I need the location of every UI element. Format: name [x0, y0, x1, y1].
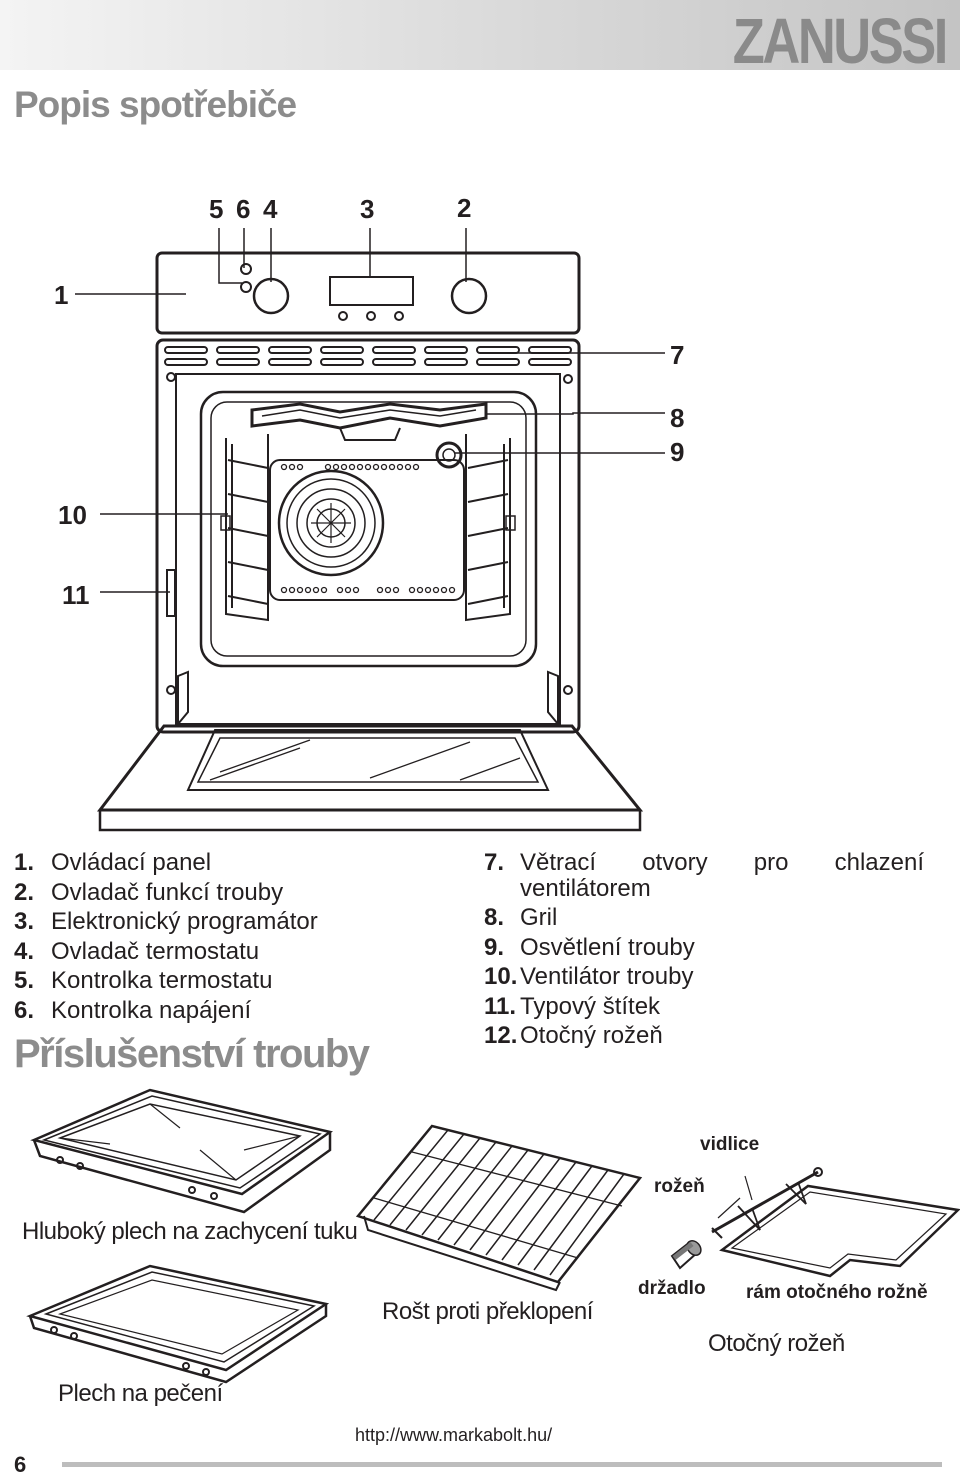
leader-lines	[75, 228, 665, 593]
legend-item: 2.Ovladač funkcí trouby	[14, 878, 284, 906]
legend-item: 1.Ovládací panel	[14, 849, 212, 876]
callout-2: 2	[457, 193, 472, 223]
legend-item: 4.Ovladač termostatu	[14, 937, 260, 965]
caption-grid: Rošt proti překlopení	[382, 1298, 593, 1325]
callout-9: 9	[670, 437, 685, 467]
label-handle: držadlo	[638, 1278, 706, 1299]
deep-tray-drawing	[30, 1088, 333, 1214]
callout-10: 10	[58, 500, 87, 530]
control-panel	[155, 251, 581, 335]
legend-item: 9.Osvětlení trouby	[484, 933, 695, 961]
legend-right: 7.Větrací otvory pro chlazení ventilátor…	[484, 848, 924, 1051]
callout-8: 8	[670, 403, 685, 433]
callout-6: 6	[236, 194, 251, 224]
caption-rotisserie: Otočný rožeň	[708, 1330, 845, 1357]
side-rack-right	[465, 434, 511, 622]
legend-item: 5.Kontrolka termostatu	[14, 967, 273, 994]
page-title: Popis spotřebiče	[14, 84, 297, 125]
section-title: Příslušenství trouby	[14, 1032, 370, 1076]
label-fork: vidlice	[700, 1134, 760, 1155]
oven-diagram	[75, 228, 665, 832]
rating-plate	[166, 569, 176, 617]
thermostat-lamp	[240, 281, 252, 293]
vent-slots	[164, 346, 572, 366]
footer-rule	[62, 1462, 942, 1467]
grill-element	[250, 402, 488, 430]
frame-drawing	[719, 1184, 960, 1278]
callout-1: 1	[54, 280, 69, 310]
callout-11: 11	[62, 580, 90, 610]
legend-item: 12.Otočný rožeň	[484, 1022, 663, 1049]
callout-4: 4	[263, 194, 278, 224]
brand-logo: ZANUSSI	[732, 5, 949, 77]
footer-url: http://www.markabolt.hu/	[355, 1425, 553, 1445]
legend-item: 11.Typový štítek	[484, 992, 661, 1020]
handle-drawing	[670, 1240, 702, 1270]
callout-7: 7	[670, 340, 685, 370]
callout-5: 5	[209, 194, 224, 224]
oven-cavity	[199, 390, 538, 668]
programmer-display	[329, 276, 414, 306]
legend-item: 8.Gril	[484, 904, 558, 931]
label-frame: rám otočného rožně	[746, 1282, 928, 1303]
oven-body	[155, 338, 581, 734]
legend-left: 1.Ovládací panel 2.Ovladač funkcí trouby…	[14, 848, 318, 1025]
page-number: 6	[14, 1452, 27, 1477]
legend-item: 7.Větrací otvory pro chlazení	[484, 849, 924, 876]
legend-item-continuation: ventilátorem	[520, 874, 651, 902]
legend-item: 10.Ventilátor trouby	[484, 963, 694, 990]
caption-baking-tray: Plech na pečení	[58, 1380, 223, 1407]
function-knob	[450, 277, 488, 315]
caption-deep-tray: Hluboký plech na zachycení tuku	[22, 1218, 358, 1245]
legend-item: 3.Elektronický programátor	[14, 908, 318, 935]
oven-fan	[277, 469, 385, 577]
baking-tray-drawing	[26, 1264, 330, 1384]
side-rack-left	[225, 434, 269, 622]
back-panel	[269, 459, 465, 601]
oven-lamp	[435, 441, 463, 469]
label-spit: rožeň	[654, 1176, 705, 1197]
power-lamp	[240, 263, 252, 275]
grid-drawing	[355, 1124, 643, 1292]
header-bar	[0, 0, 960, 70]
spit-drawing	[711, 1167, 823, 1239]
legend-item: 6.Kontrolka napájení	[14, 996, 252, 1024]
callout-3: 3	[360, 194, 375, 224]
